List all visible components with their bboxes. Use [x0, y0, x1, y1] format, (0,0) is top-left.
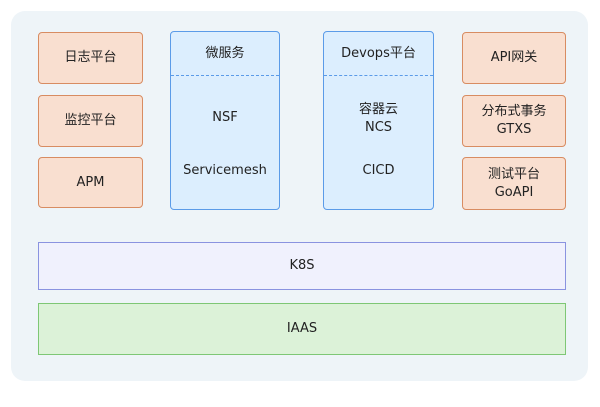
goapi-label: GoAPI [494, 184, 534, 200]
monitoring-platform-box: 监控平台 [38, 95, 143, 147]
microservice-header: 微服务 [171, 32, 279, 76]
ncs-label: NCS [364, 120, 393, 135]
api-gateway-box: API网关 [462, 32, 566, 84]
devops-platform-box: Devops平台 容器云 NCS CICD [323, 31, 434, 210]
log-platform-label: 日志平台 [64, 50, 117, 65]
apm-box: APM [38, 157, 143, 208]
architecture-diagram: 日志平台 监控平台 APM 微服务 NSF Servicemesh Devops… [11, 11, 588, 381]
distributed-transaction-box: 分布式事务 GTXS [462, 95, 566, 147]
test-platform-label: 测试平台 [487, 166, 540, 182]
apm-label: APM [76, 174, 105, 190]
container-cloud-label: 容器云 NCS [324, 101, 433, 137]
cicd-label: CICD [362, 163, 395, 178]
k8s-label: K8S [289, 258, 315, 273]
gtxs-label: GTXS [496, 122, 532, 137]
monitoring-platform-label: 监控平台 [64, 113, 117, 128]
nsf-label: NSF [212, 110, 238, 125]
iaas-layer: IAAS [38, 303, 566, 355]
iaas-label: IAAS [286, 321, 318, 336]
log-platform-box: 日志平台 [38, 32, 143, 84]
k8s-layer: K8S [38, 242, 566, 290]
microservice-title: 微服务 [205, 45, 245, 61]
servicemesh-label: Servicemesh [183, 163, 267, 178]
api-gateway-label: API网关 [490, 50, 538, 65]
container-cloud-name: 容器云 [358, 102, 398, 117]
distributed-transaction-label: 分布式事务 [481, 104, 547, 119]
devops-header: Devops平台 [324, 32, 433, 76]
test-platform-box: 测试平台 GoAPI [462, 157, 566, 210]
devops-title: Devops平台 [341, 45, 416, 61]
microservice-box: 微服务 NSF Servicemesh [170, 31, 280, 210]
